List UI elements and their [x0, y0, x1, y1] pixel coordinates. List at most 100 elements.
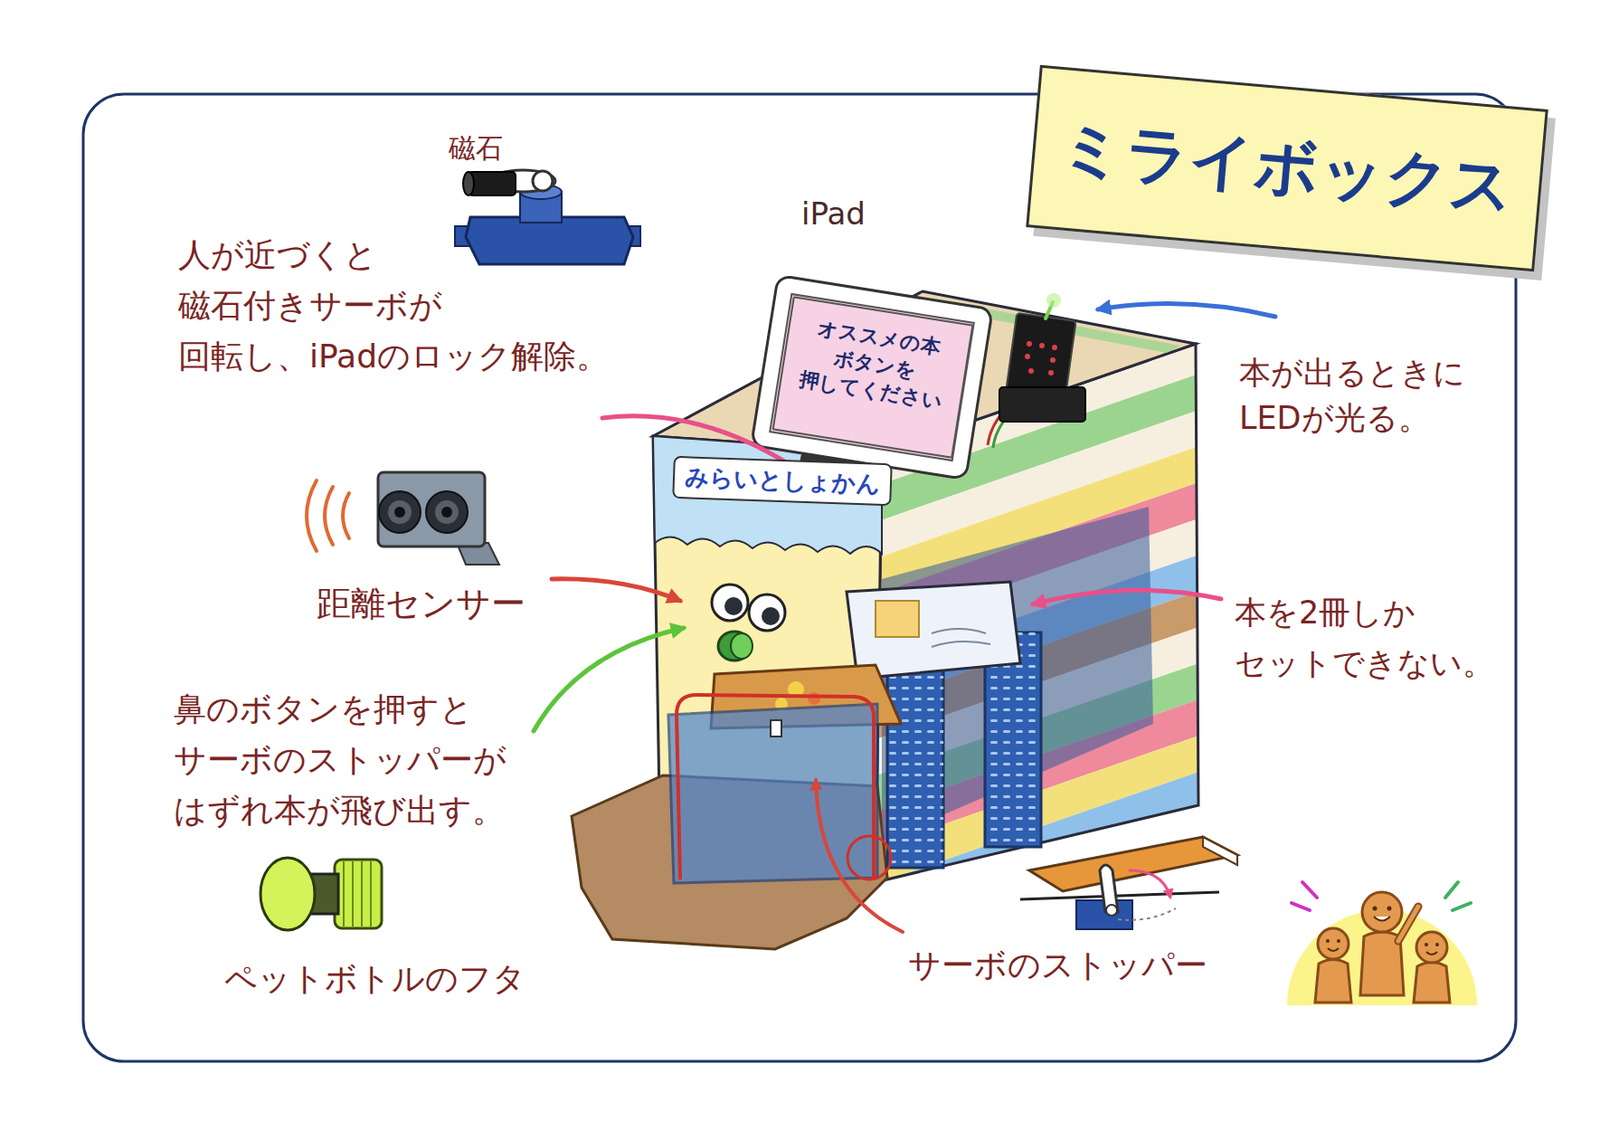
callout-text: 本を2冊しか セットできない。: [1234, 586, 1495, 689]
ipad: [769, 293, 975, 461]
part-name: サーボのストッパー: [908, 945, 1208, 985]
servo-stopper-icon: [1117, 908, 1176, 920]
title-text: ミライボックス: [1056, 105, 1518, 231]
servo-stopper-icon: [1202, 836, 1238, 865]
book-holder: [887, 653, 944, 868]
magnet-servo-icon: [454, 170, 641, 265]
microbit-led: [1005, 312, 1076, 398]
distance-sensor-icon: [394, 506, 406, 518]
people-icon: [1373, 916, 1391, 921]
distance-sensor-icon: [441, 506, 453, 518]
people-icon: [1291, 902, 1310, 910]
title-box: ミライボックス: [1025, 65, 1549, 272]
book-holder: [887, 653, 944, 868]
screen-text: オススメの本 ボタンを 押してください: [790, 312, 959, 417]
book: [807, 691, 821, 705]
microbit-led: [1028, 368, 1034, 374]
microbit-led: [999, 387, 1086, 422]
book: [875, 600, 919, 637]
magnet-servo-icon: [532, 170, 553, 191]
people-icon: [1435, 942, 1440, 947]
microbit-led: [1051, 344, 1058, 351]
people-icon: [1372, 906, 1378, 911]
microbit-led: [1048, 369, 1054, 376]
distance-sensor-icon: [306, 472, 500, 565]
book-tray: [770, 719, 782, 737]
distance-sensor-icon: [306, 480, 317, 551]
people-icon: [1327, 947, 1339, 951]
callout-arrow: [533, 627, 684, 731]
magnet-servo-icon: [463, 171, 474, 196]
people-icon: [1413, 962, 1450, 1004]
bottle-cap-icon: [369, 861, 372, 927]
people-icon: [1315, 959, 1352, 1004]
people-icon: [1426, 951, 1438, 955]
callout-text: 本が出るときに LEDが光る。: [1239, 350, 1466, 441]
microbit-led: [1024, 353, 1031, 360]
nose-button: [730, 633, 753, 659]
callout-arrow: [815, 779, 903, 932]
sign-text: みらいとしょかん: [683, 463, 882, 499]
people-icon: [1302, 881, 1317, 898]
people-icon: [1325, 938, 1330, 943]
bottle-cap-icon: [342, 861, 345, 927]
people-icon: [1362, 891, 1402, 932]
book-tray: [668, 703, 878, 883]
face-eyes: [711, 584, 786, 631]
callout-text: 鼻のボタンを押すと サーボのストッパーが はずれ本が飛び出す。: [173, 683, 507, 835]
microbit-led: [1039, 342, 1045, 349]
servo-stopper-icon: [1128, 870, 1171, 898]
distance-sensor-icon: [324, 486, 333, 545]
sign-board: みらいとしょかん: [672, 455, 892, 507]
magnet-servo-icon: [465, 217, 634, 265]
part-name: ペットボトルのフタ: [224, 958, 526, 998]
callout-arrow: [551, 578, 681, 601]
stopper-marker: [847, 835, 891, 880]
ipad: [751, 274, 994, 479]
servo-stopper-icon: [1106, 904, 1118, 916]
distance-sensor-icon: [378, 491, 421, 533]
magnet-servo-icon: [468, 171, 516, 196]
bottle-cap-icon: [260, 857, 382, 930]
microbit-led: [1046, 293, 1061, 308]
callout-arrow: [1098, 303, 1276, 317]
distance-sensor-icon: [426, 491, 468, 533]
microbit-led: [987, 293, 1086, 448]
distance-sensor-icon: [388, 500, 412, 524]
callout-arrow: [1032, 589, 1222, 605]
book-tray: [668, 703, 878, 883]
servo-stopper-icon: [1020, 836, 1238, 929]
bottle-cap-icon: [334, 859, 382, 928]
people-icon: [1416, 931, 1448, 963]
part-name: 磁石: [448, 132, 503, 165]
face-eyes: [748, 594, 786, 631]
face-eyes: [761, 606, 780, 625]
face-eyes: [724, 596, 743, 616]
people-icon: [1317, 927, 1349, 959]
nose-button: [718, 631, 753, 661]
stopper-wire: [676, 694, 874, 880]
people-icon: [1424, 942, 1429, 947]
people-icon: [1287, 881, 1477, 1005]
bottle-cap-icon: [360, 861, 363, 927]
callout-text: 人が近づくと 磁石付きサーボが 回転し、iPadのロック解除。: [178, 229, 609, 381]
servo-stopper-icon: [1029, 836, 1238, 891]
people-icon: [1452, 902, 1471, 910]
distance-sensor-icon: [435, 500, 459, 524]
people-icon: [1387, 906, 1392, 911]
people-icon: [1445, 881, 1458, 898]
distance-sensor-icon: [342, 492, 350, 539]
bottle-cap-icon: [351, 861, 354, 927]
people-icon: [1336, 938, 1341, 943]
part-name: iPad: [801, 195, 866, 233]
face-eyes: [711, 584, 748, 621]
bottle-cap-icon: [260, 857, 315, 930]
microbit-led: [1026, 340, 1032, 347]
ipad-screen: オススメの本 ボタンを 押してください: [772, 295, 975, 459]
distance-sensor-icon: [378, 472, 485, 547]
book: [931, 628, 991, 647]
servo-stopper-icon: [1020, 891, 1220, 900]
microbit-led: [1050, 357, 1056, 363]
part-name: 距離センサー: [316, 583, 526, 625]
